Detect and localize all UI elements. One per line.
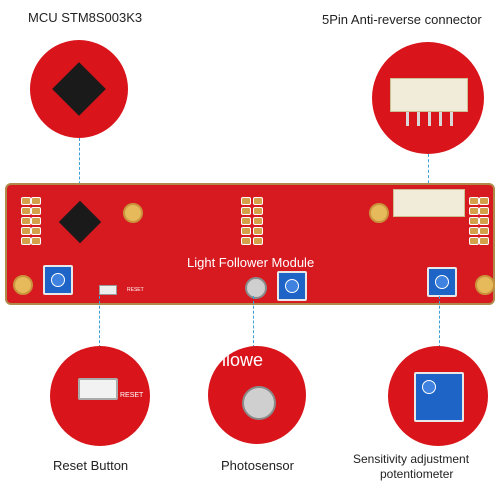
sensitivity-zoom-circle (388, 346, 488, 446)
reset-button-zoom (78, 378, 118, 400)
photosensor-zoom-circle: llowe (208, 346, 306, 444)
mounting-hole-left-bottom (13, 275, 33, 295)
board-title: Light Follower Module (187, 255, 315, 270)
sensitivity-label-line2: potentiometer (380, 467, 454, 481)
mounting-hole-right-bottom (475, 275, 495, 295)
board-title-fragment-zoom: llowe (222, 350, 264, 370)
reset-silkscreen-zoom: RESET (120, 392, 144, 399)
potentiometer-zoom (414, 372, 464, 422)
reset-label: Reset Button (53, 458, 129, 473)
mcu-chip-zoom (52, 62, 106, 116)
connector-pin (428, 112, 431, 126)
reset-silkscreen: RESET (127, 287, 144, 293)
connector-leader-line (428, 154, 429, 194)
mounting-hole-left-top (123, 203, 143, 223)
connector-pin (406, 112, 409, 126)
potentiometer-right (427, 267, 457, 297)
reset-leader-line (99, 296, 100, 348)
connector-pin (439, 112, 442, 126)
photosensor (245, 277, 267, 299)
potentiometer-center (277, 271, 307, 301)
sensitivity-label-line1: Sensitivity adjustment (353, 452, 470, 466)
reset-zoom-circle: RESET (50, 346, 150, 446)
connector-zoom (390, 78, 468, 112)
potentiometer-left (43, 265, 73, 295)
connector-zoom-circle (372, 42, 484, 154)
pcb-board: Light Follower Module RESET (5, 183, 495, 305)
photosensor-zoom (242, 386, 276, 420)
photosensor-label: Photosensor (221, 458, 294, 473)
mcu-zoom-circle (30, 40, 128, 138)
connector-pin (417, 112, 420, 126)
mcu-chip (58, 200, 102, 244)
reset-button (99, 285, 117, 295)
connector-pin (450, 112, 453, 126)
mcu-label: MCU STM8S003K3 (28, 10, 143, 25)
photosensor-leader-line (253, 296, 254, 348)
mounting-hole-right-top (369, 203, 389, 223)
mcu-leader-line (79, 138, 80, 194)
five-pin-connector (393, 189, 465, 217)
sensitivity-leader-line (439, 296, 440, 348)
connector-label: 5Pin Anti-reverse connector (322, 12, 482, 27)
